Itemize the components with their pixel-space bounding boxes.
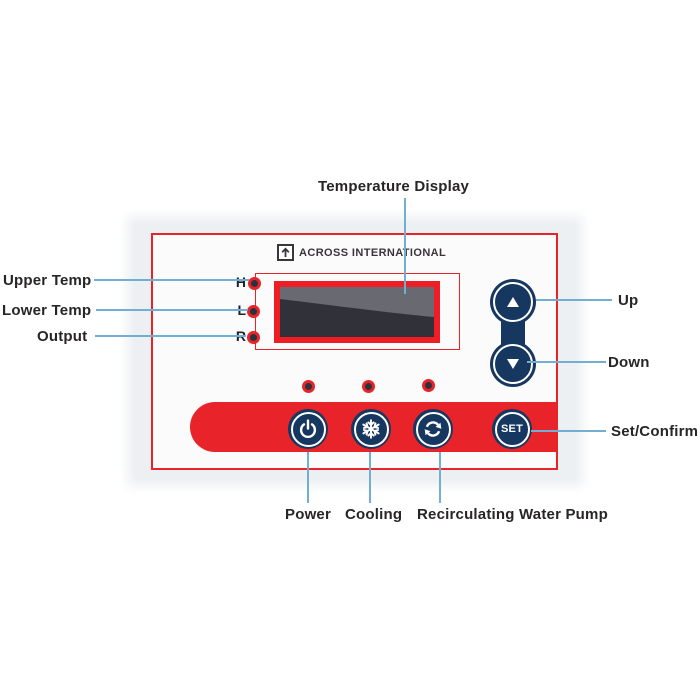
down-button[interactable] bbox=[490, 341, 536, 387]
cooling-button[interactable] bbox=[351, 409, 391, 449]
label-recirculating-water-pump: Recirculating Water Pump bbox=[417, 506, 608, 523]
line-upper-temp bbox=[94, 279, 249, 281]
set-button-label: SET bbox=[501, 423, 523, 435]
label-cooling: Cooling bbox=[345, 506, 403, 523]
line-pump bbox=[439, 452, 441, 503]
indicator-label-h: H bbox=[235, 274, 246, 290]
pump-button[interactable] bbox=[413, 409, 453, 449]
upper-temp-led bbox=[248, 277, 261, 290]
up-down-rocker bbox=[490, 279, 536, 389]
pump-status-led bbox=[422, 379, 435, 392]
label-lower-temp: Lower Temp bbox=[2, 302, 92, 319]
line-up bbox=[536, 299, 612, 301]
power-status-led bbox=[302, 380, 315, 393]
label-power: Power bbox=[285, 506, 332, 523]
down-triangle-icon bbox=[507, 359, 519, 369]
control-panel: ACROSS INTERNATIONAL H L R bbox=[151, 233, 558, 470]
line-cooling bbox=[369, 452, 371, 503]
set-button[interactable]: SET bbox=[492, 409, 532, 449]
up-triangle-icon bbox=[507, 297, 519, 307]
label-upper-temp: Upper Temp bbox=[3, 272, 92, 289]
line-set-confirm bbox=[531, 430, 606, 432]
cooling-status-led bbox=[362, 380, 375, 393]
up-button[interactable] bbox=[490, 279, 536, 325]
label-set-confirm: Set/Confirm bbox=[611, 423, 699, 440]
line-output bbox=[95, 335, 246, 337]
snowflake-icon bbox=[361, 419, 381, 439]
lower-temp-led bbox=[247, 305, 260, 318]
brand-logo: ACROSS INTERNATIONAL bbox=[277, 244, 446, 261]
label-down: Down bbox=[608, 354, 650, 371]
brand-name: ACROSS INTERNATIONAL bbox=[299, 246, 447, 259]
label-up: Up bbox=[618, 292, 639, 309]
output-led bbox=[247, 331, 260, 344]
brand-arrow-icon bbox=[277, 244, 294, 261]
display-glare bbox=[280, 287, 434, 317]
line-down bbox=[527, 361, 606, 363]
label-output: Output bbox=[37, 328, 88, 345]
line-temperature-display bbox=[404, 198, 406, 294]
label-temperature-display: Temperature Display bbox=[318, 178, 470, 195]
recirculate-icon bbox=[422, 421, 444, 437]
power-icon bbox=[299, 419, 317, 439]
display-screen bbox=[280, 287, 434, 337]
line-lower-temp bbox=[96, 309, 248, 311]
line-power bbox=[307, 452, 309, 503]
power-button[interactable] bbox=[288, 409, 328, 449]
temperature-display bbox=[274, 281, 440, 343]
